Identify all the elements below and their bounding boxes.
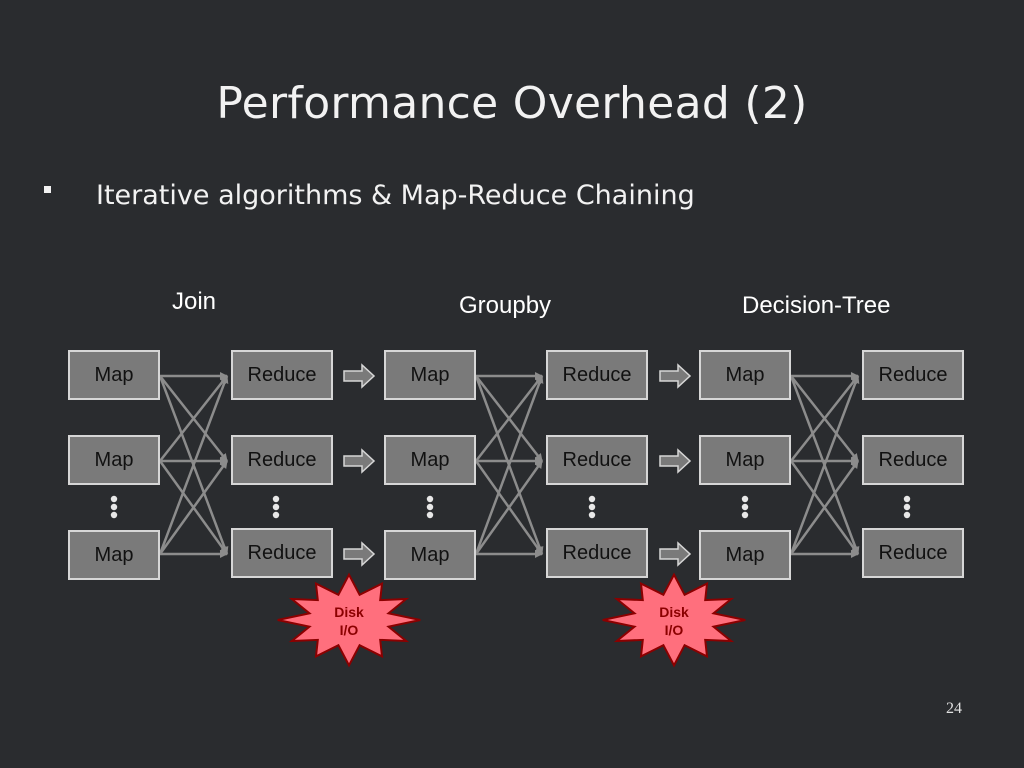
ellipsis-dot xyxy=(903,511,911,519)
ellipsis-dot xyxy=(426,495,434,503)
ellipsis-dot xyxy=(741,503,749,511)
shuffle-edge xyxy=(474,460,544,555)
starburst-icon xyxy=(277,572,421,668)
shuffle-edges xyxy=(158,372,860,558)
bullet-square-icon xyxy=(44,186,51,193)
ellipsis-dot xyxy=(426,503,434,511)
starburst-icon xyxy=(602,572,746,668)
ellipsis-dots xyxy=(110,495,911,519)
reduce-node: Reduce xyxy=(231,350,333,400)
reduce-node: Reduce xyxy=(862,350,964,400)
ellipsis-dot xyxy=(903,495,911,503)
disk-io-label-line2: I/O xyxy=(665,622,684,638)
map-node: Map xyxy=(699,435,791,485)
shuffle-edge xyxy=(789,460,860,555)
shuffle-edge xyxy=(789,375,860,555)
ellipsis-dot xyxy=(588,511,596,519)
shuffle-edge xyxy=(474,375,544,555)
ellipsis-dot xyxy=(110,495,118,503)
shuffle-edge xyxy=(790,375,859,462)
disk-io-label-line1: Disk xyxy=(334,604,364,620)
map-node: Map xyxy=(68,350,160,400)
shuffle-edge xyxy=(158,375,229,555)
shuffle-edge xyxy=(159,375,228,462)
reduce-node: Reduce xyxy=(862,528,964,578)
bullet-text: Iterative algorithms & Map-Reduce Chaini… xyxy=(96,180,695,211)
chain-arrows xyxy=(343,363,692,567)
reduce-node: Reduce xyxy=(862,435,964,485)
ellipsis-dot xyxy=(588,503,596,511)
ellipsis-dot xyxy=(741,495,749,503)
chain-arrow-icon xyxy=(343,541,376,567)
map-node: Map xyxy=(68,530,160,580)
map-node: Map xyxy=(384,530,476,580)
disk-io-label-line1: Disk xyxy=(659,604,689,620)
ellipsis-dot xyxy=(903,503,911,511)
ellipsis-dot xyxy=(272,511,280,519)
map-node: Map xyxy=(699,350,791,400)
ellipsis-dot xyxy=(426,511,434,519)
shuffle-edge xyxy=(475,375,543,462)
ellipsis-dot xyxy=(588,495,596,503)
stage-label-join: Join xyxy=(172,288,217,315)
stage-label-groupby: Groupby xyxy=(459,292,552,319)
chain-arrow-icon xyxy=(659,363,692,389)
stage-label-decision-tree: Decision-Tree xyxy=(742,292,891,319)
map-node: Map xyxy=(68,435,160,485)
map-node: Map xyxy=(699,530,791,580)
slide-title: Performance Overhead (2) xyxy=(216,78,808,129)
reduce-node: Reduce xyxy=(546,528,648,578)
disk-io-label-line2: I/O xyxy=(340,622,359,638)
chain-arrow-icon xyxy=(659,448,692,474)
chain-arrow-icon xyxy=(659,541,692,567)
ellipsis-dot xyxy=(741,511,749,519)
chain-arrow-icon xyxy=(343,363,376,389)
reduce-node: Reduce xyxy=(546,435,648,485)
reduce-node: Reduce xyxy=(231,435,333,485)
reduce-node: Reduce xyxy=(231,528,333,578)
map-node: Map xyxy=(384,435,476,485)
map-node: Map xyxy=(384,350,476,400)
reduce-node: Reduce xyxy=(546,350,648,400)
ellipsis-dot xyxy=(110,511,118,519)
chain-arrow-icon xyxy=(343,448,376,474)
ellipsis-dot xyxy=(272,495,280,503)
ellipsis-dot xyxy=(110,503,118,511)
shuffle-edge xyxy=(158,460,229,555)
ellipsis-dot xyxy=(272,503,280,511)
page-number: 24 xyxy=(946,700,962,717)
